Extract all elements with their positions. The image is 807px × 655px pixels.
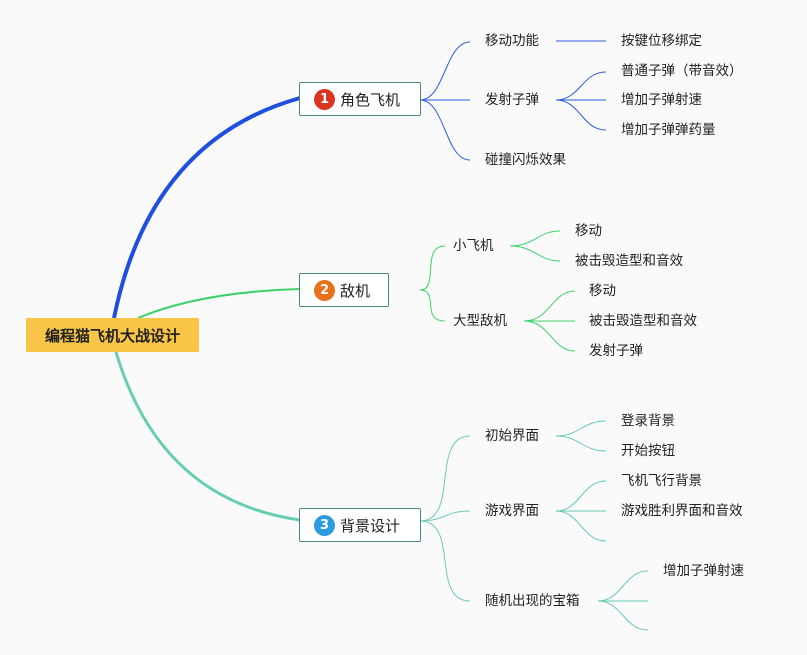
- link-b1-c2-g3: [555, 99, 607, 131]
- link-b2-c2-g1: [523, 290, 576, 322]
- branch-label: 敌机: [340, 281, 371, 300]
- node-b3-c2[interactable]: 游戏界面: [485, 503, 539, 519]
- root-label: 编程猫飞机大战设计: [44, 326, 180, 345]
- branch-node-3[interactable]: 3 背景设计: [299, 508, 421, 542]
- link-b2-c2-g3: [523, 320, 576, 352]
- node-b2-c1-g2[interactable]: 被击毁造型和音效: [575, 253, 683, 269]
- node-b3-c3-g1[interactable]: 增加子弹射速: [663, 563, 744, 579]
- branch-node-2[interactable]: 2 敌机: [299, 273, 389, 307]
- link-b3-c3-g1: [597, 570, 649, 602]
- link-b2-c2: [419, 289, 446, 322]
- number-badge-3: 3: [314, 514, 335, 536]
- link-root-b2: [137, 288, 301, 319]
- link-b3-c1-g1: [555, 420, 607, 437]
- link-b1-c2-g1: [555, 71, 607, 101]
- node-b2-c2-g1[interactable]: 移动: [589, 283, 616, 299]
- branch-label: 角色飞机: [340, 90, 401, 109]
- node-b3-c2-g1[interactable]: 飞机飞行背景: [621, 473, 702, 489]
- node-b3-c1[interactable]: 初始界面: [485, 428, 539, 444]
- root-node[interactable]: 编程猫飞机大战设计: [26, 318, 199, 352]
- node-b3-c1-g1[interactable]: 登录背景: [621, 413, 675, 429]
- number-badge-1: 1: [314, 88, 335, 110]
- node-b1-c1[interactable]: 移动功能: [485, 33, 539, 49]
- node-b2-c2-g3[interactable]: 发射子弹: [589, 343, 643, 359]
- node-b1-c2[interactable]: 发射子弹: [485, 92, 539, 108]
- node-b3-c2-g2[interactable]: 游戏胜利界面和音效: [621, 503, 743, 519]
- link-b3-c2-g1: [555, 480, 607, 512]
- link-b1-c3: [419, 99, 471, 161]
- link-b2-c1-g1: [509, 230, 561, 247]
- link-root-b1: [112, 96, 301, 319]
- branch-label: 背景设计: [340, 516, 401, 535]
- link-b3-c2-g3: [555, 510, 607, 542]
- node-b1-c2-g1[interactable]: 普通子弹（带音效）: [621, 63, 743, 79]
- node-b2-c1[interactable]: 小飞机: [453, 238, 494, 254]
- node-b3-c1-g2[interactable]: 开始按钮: [621, 443, 675, 459]
- node-b2-c1-g1[interactable]: 移动: [575, 223, 602, 239]
- node-b2-c2-g2[interactable]: 被击毁造型和音效: [589, 313, 697, 329]
- link-b1-c1: [419, 41, 471, 101]
- node-b1-c3[interactable]: 碰撞闪烁效果: [485, 152, 566, 168]
- node-b3-c3[interactable]: 随机出现的宝箱: [485, 593, 580, 609]
- link-b3-c3-g3: [597, 600, 649, 631]
- branch-node-1[interactable]: 1 角色飞机: [299, 82, 421, 116]
- node-b2-c2[interactable]: 大型敌机: [453, 313, 507, 329]
- link-b2-c1: [419, 245, 446, 291]
- number-badge-2: 2: [314, 279, 335, 301]
- link-b2-c1-g2: [509, 245, 561, 262]
- link-root-b3: [114, 351, 301, 522]
- link-b3-c1: [419, 435, 471, 522]
- link-b3-c1-g2: [555, 435, 607, 452]
- link-b3-c3: [419, 520, 471, 602]
- node-b1-c2-g3[interactable]: 增加子弹弹药量: [621, 122, 716, 138]
- node-b1-c1-g1[interactable]: 按键位移绑定: [621, 33, 702, 49]
- node-b1-c2-g2[interactable]: 增加子弹射速: [621, 92, 702, 108]
- link-b3-c2: [419, 510, 471, 522]
